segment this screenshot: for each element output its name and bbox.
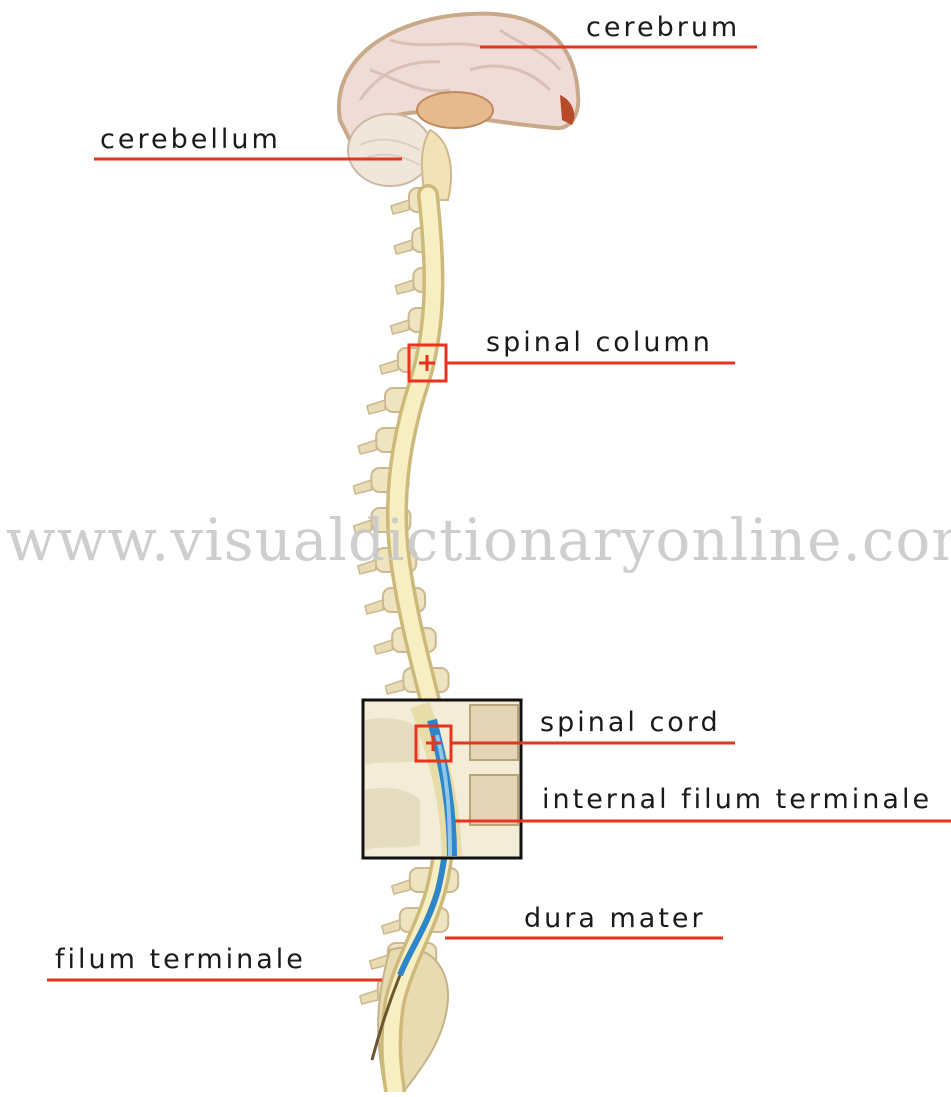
vertebra-spinous-process bbox=[382, 920, 400, 934]
label-cerebellum: cerebellum bbox=[100, 126, 281, 153]
vertebra-spinous-process bbox=[358, 440, 376, 454]
vertebra-spinous-process bbox=[385, 680, 403, 694]
vertebra-spinous-process bbox=[380, 360, 398, 374]
vertebra-spinous-process bbox=[365, 600, 383, 614]
vertebra-spinous-process bbox=[353, 480, 371, 494]
vertebra-spinous-process bbox=[367, 400, 385, 414]
zoom-inset bbox=[363, 700, 521, 858]
vertebra-spinous-process bbox=[391, 320, 409, 334]
label-spinal-column: spinal column bbox=[486, 329, 713, 356]
label-dura-mater: dura mater bbox=[524, 905, 706, 932]
label-internal-filum-terminale: internal filum terminale bbox=[542, 786, 932, 813]
vertebra-spinous-process bbox=[374, 640, 392, 654]
label-filum-terminale: filum terminale bbox=[55, 946, 306, 973]
label-cerebrum: cerebrum bbox=[586, 14, 740, 41]
vertebra-spinous-process bbox=[391, 200, 409, 214]
vertebra-spinous-process bbox=[394, 240, 412, 254]
watermark-text: www.visualdictionaryonline.com bbox=[6, 506, 951, 574]
cerebellum-shape bbox=[348, 114, 432, 186]
label-spinal-cord: spinal cord bbox=[540, 709, 721, 736]
vertebra-spinous-process bbox=[392, 880, 410, 894]
vertebra-spinous-process bbox=[395, 280, 413, 294]
vertebra-spinous-process bbox=[360, 990, 378, 1004]
